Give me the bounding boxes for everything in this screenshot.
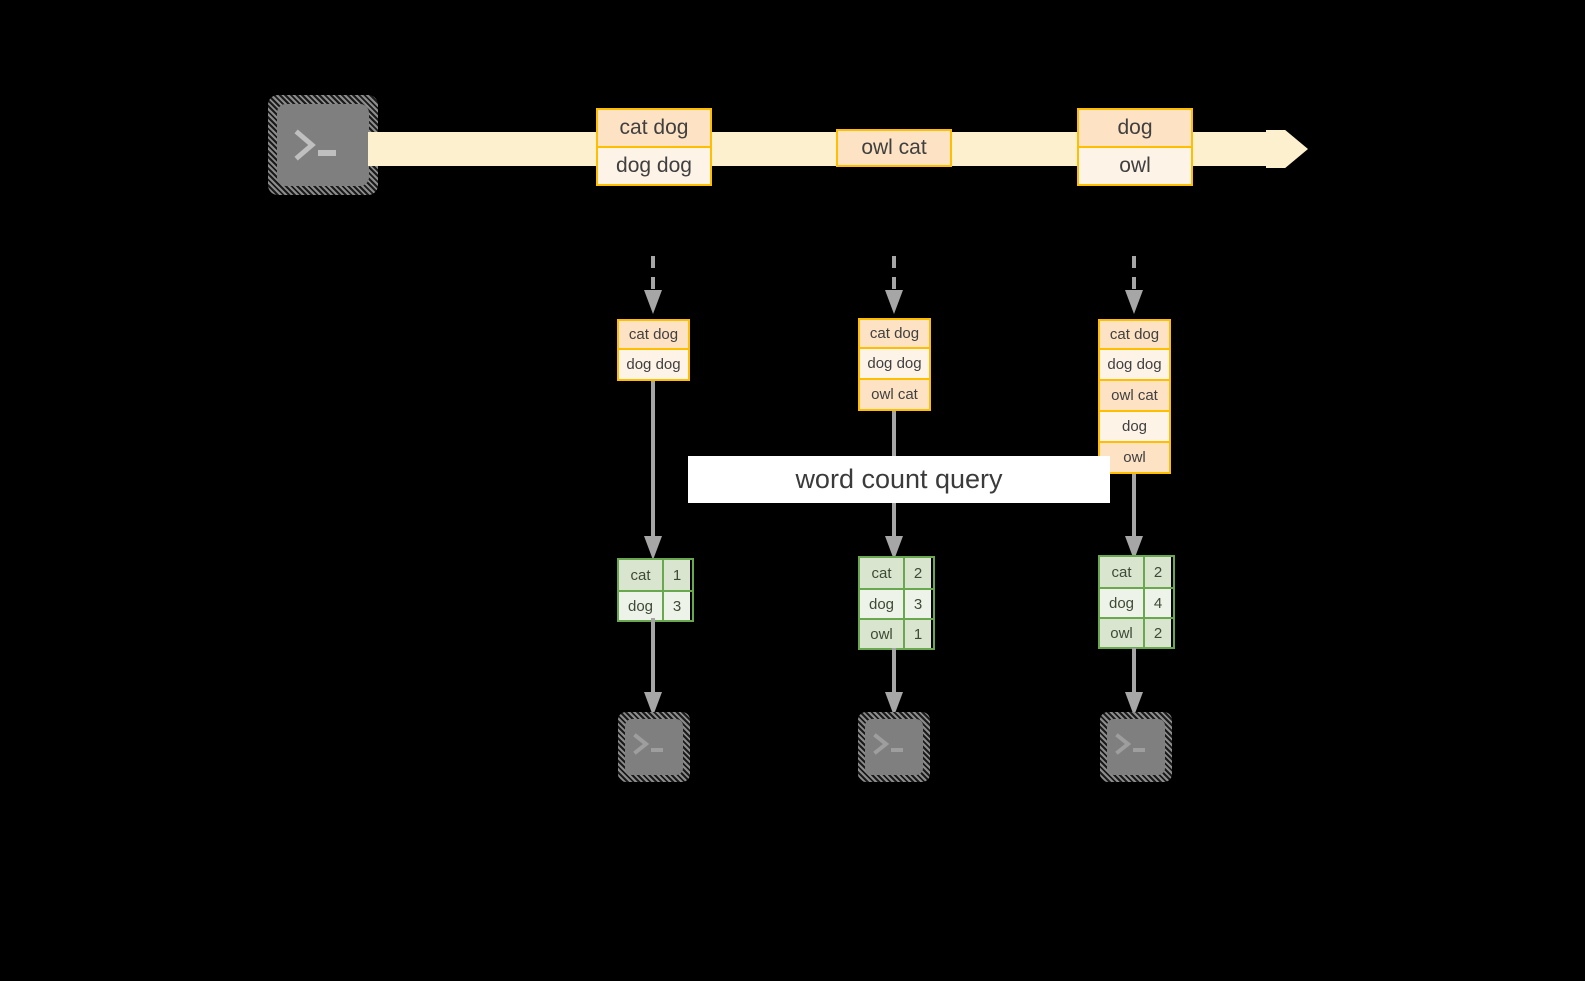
state-row: owl (1098, 443, 1171, 474)
result-word: dog (1100, 589, 1145, 617)
terminal-prompt-glyph (873, 733, 903, 755)
state-row: cat dog (617, 319, 690, 350)
sink-terminal-icon (618, 712, 690, 782)
result-count: 2 (905, 558, 931, 588)
result-count: 1 (905, 620, 931, 648)
result-table: cat 2 dog 3 owl 1 (858, 556, 935, 650)
result-word: owl (860, 620, 905, 648)
state-row: cat dog (858, 318, 931, 349)
table-row: owl 1 (860, 618, 933, 648)
state-table: cat dog dog dog (617, 319, 690, 381)
table-row: cat 2 (860, 558, 933, 588)
state-row: dog dog (858, 349, 931, 380)
query-label-text: word count query (795, 464, 1003, 494)
result-count: 1 (664, 560, 690, 590)
query-arrow (1121, 472, 1147, 562)
stream-message: owl (1077, 146, 1193, 186)
result-word: cat (860, 558, 905, 588)
table-row: dog 4 (1100, 587, 1173, 617)
table-row: dog 3 (619, 590, 692, 620)
result-count: 2 (1145, 557, 1171, 587)
result-table: cat 1 dog 3 (617, 558, 694, 622)
source-terminal-icon (268, 95, 378, 195)
table-row: dog 3 (860, 588, 933, 618)
result-word: dog (619, 592, 664, 620)
table-row: owl 2 (1100, 617, 1173, 647)
terminal-screen (865, 719, 923, 775)
terminal-prompt-glyph (294, 129, 336, 161)
query-arrow (640, 380, 666, 562)
sink-terminal-icon (858, 712, 930, 782)
state-table: cat dog dog dog owl cat (858, 318, 931, 411)
terminal-screen (1107, 719, 1165, 775)
dashed-arrow-to-state (881, 256, 907, 318)
result-word: cat (1100, 557, 1145, 587)
terminal-prompt-glyph (1115, 733, 1145, 755)
result-table: cat 2 dog 4 owl 2 (1098, 555, 1175, 649)
state-row: dog (1098, 412, 1171, 443)
terminal-screen (625, 719, 683, 775)
terminal-screen (277, 104, 369, 186)
sink-terminal-icon (1100, 712, 1172, 782)
stream-message: owl cat (836, 129, 952, 167)
result-count: 2 (1145, 619, 1171, 647)
result-word: cat (619, 560, 664, 590)
stream-message: cat dog (596, 108, 712, 148)
stream-message: dog dog (596, 146, 712, 186)
state-row: owl cat (1098, 381, 1171, 412)
state-row: dog dog (617, 350, 690, 381)
table-row: cat 1 (619, 560, 692, 590)
state-table: cat dog dog dog owl cat dog owl (1098, 319, 1171, 474)
table-row: cat 2 (1100, 557, 1173, 587)
dashed-arrow-to-state (1121, 256, 1147, 318)
result-count: 4 (1145, 589, 1171, 617)
state-row: owl cat (858, 380, 931, 411)
output-arrow (881, 648, 907, 718)
dashed-arrow-to-state (640, 256, 666, 318)
result-word: dog (860, 590, 905, 618)
result-count: 3 (664, 592, 690, 620)
result-word: owl (1100, 619, 1145, 647)
stream-message: dog (1077, 108, 1193, 148)
result-count: 3 (905, 590, 931, 618)
terminal-prompt-glyph (633, 733, 663, 755)
output-arrow (640, 618, 666, 718)
state-row: cat dog (1098, 319, 1171, 350)
query-label: word count query (688, 456, 1110, 503)
output-arrow (1121, 648, 1147, 718)
state-row: dog dog (1098, 350, 1171, 381)
